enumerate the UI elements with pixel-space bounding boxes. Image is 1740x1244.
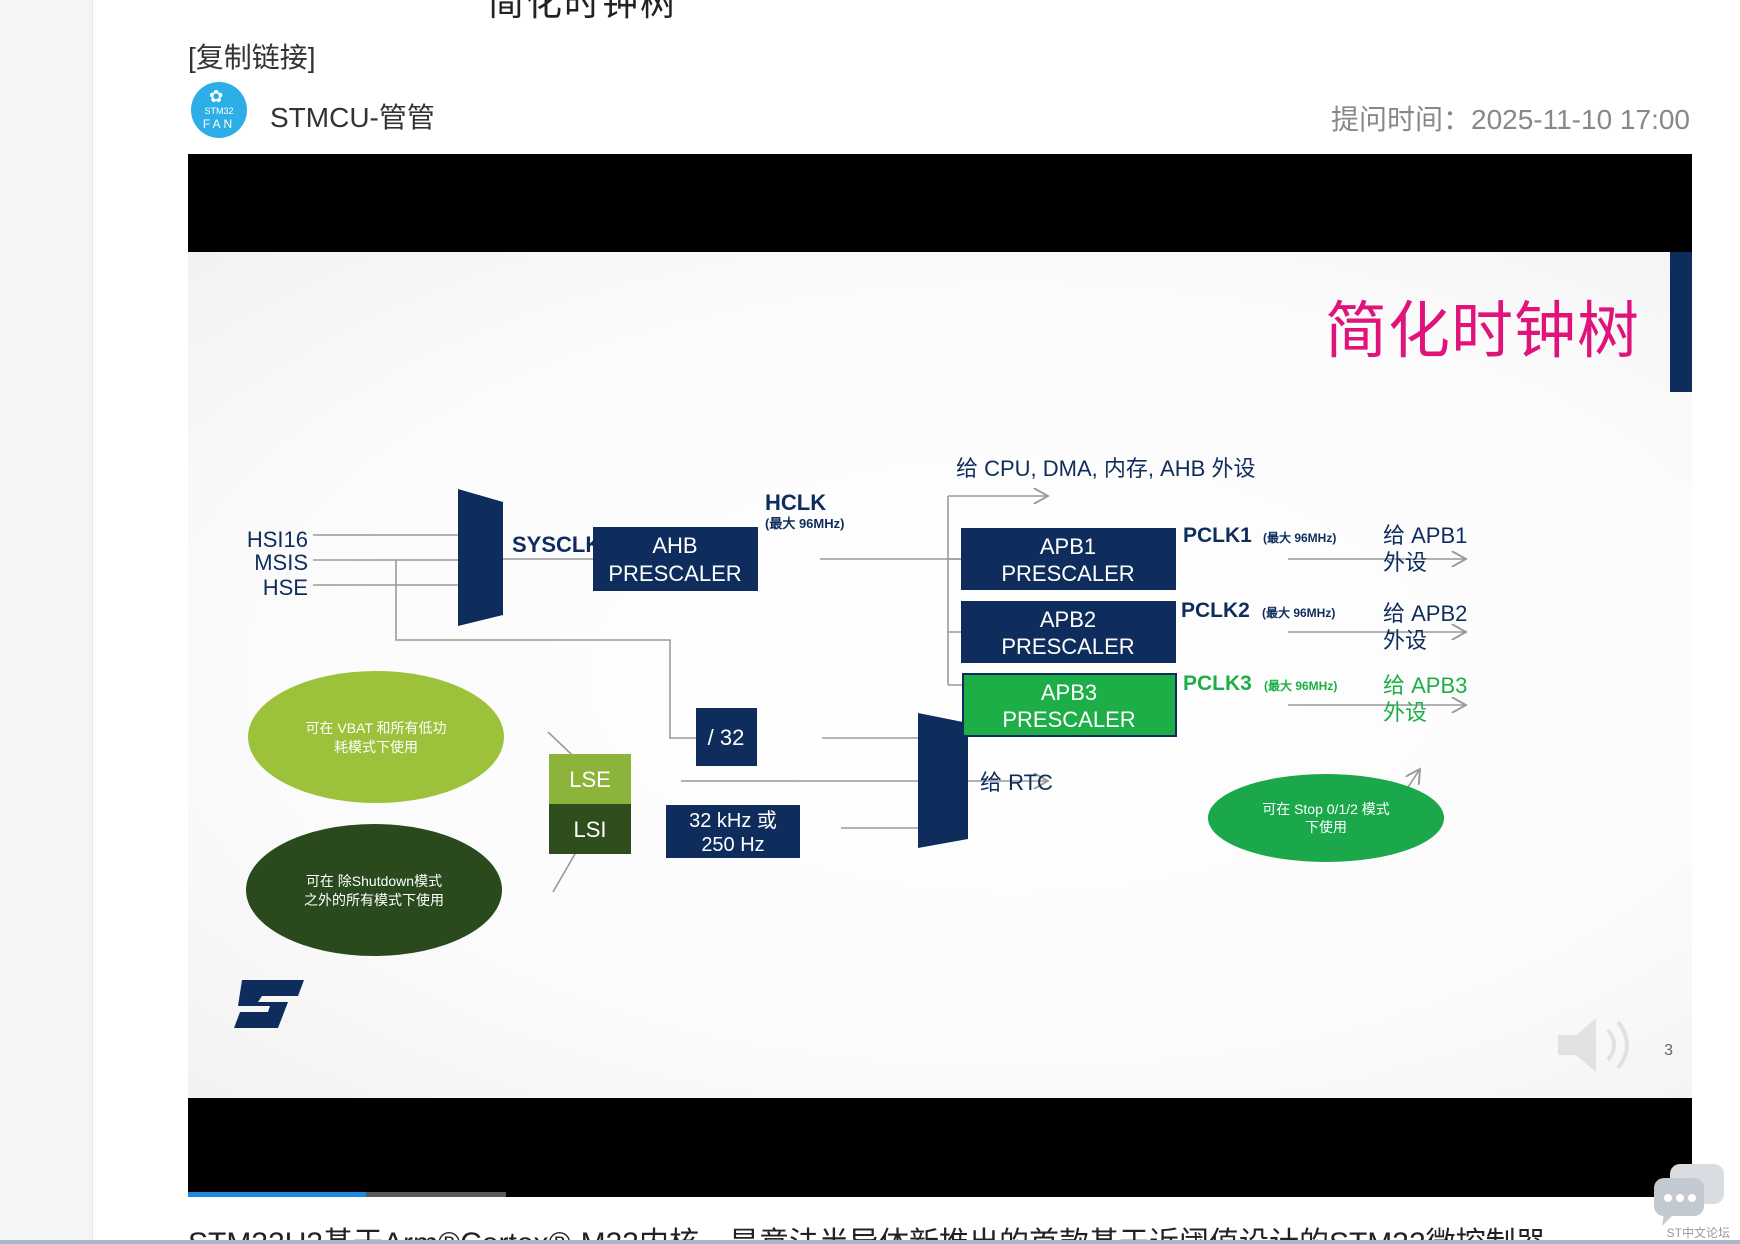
note-vbat-line1: 可在 VBAT 和所有低功 bbox=[305, 720, 446, 736]
note-shutdown-line1: 可在 除Shutdown模式 bbox=[306, 873, 442, 889]
input-hsi16: HSI16 bbox=[247, 527, 308, 552]
to-apb1-line2: 外设 bbox=[1383, 550, 1427, 575]
pclk1-label: PCLK1 bbox=[1183, 524, 1252, 547]
forum-chat-icon[interactable] bbox=[1650, 1160, 1726, 1230]
div32-box bbox=[696, 708, 757, 766]
st-logo: ST bbox=[234, 980, 304, 1028]
apb1-line1: APB1 bbox=[1040, 534, 1096, 559]
to-apb2-line2: 外设 bbox=[1383, 628, 1427, 653]
video-progress-bar[interactable] bbox=[188, 1192, 366, 1197]
post-title-fragment: 简化时钟树 bbox=[488, 0, 679, 23]
author-name[interactable]: STMCU-管管 bbox=[270, 102, 435, 133]
apb2-line1: APB2 bbox=[1040, 607, 1096, 632]
apb3-line2: PRESCALER bbox=[1002, 707, 1135, 732]
note-stop-ellipse bbox=[1208, 774, 1444, 862]
lsi-box bbox=[549, 804, 631, 854]
to-rtc-label: 给 RTC bbox=[980, 770, 1053, 795]
note-vbat-ellipse bbox=[248, 671, 504, 803]
apb3-prescaler-box bbox=[962, 673, 1177, 737]
apb1-line2: PRESCALER bbox=[1001, 561, 1134, 586]
post-body-text: STM32U3基于Arm®Cortex®-M33内核，是意法半导体新推出的首款基… bbox=[188, 1227, 1546, 1244]
lsi-label: LSI bbox=[573, 817, 606, 842]
slide-title: 简化时钟树 bbox=[1324, 294, 1640, 367]
copy-link-button[interactable]: [复制链接] bbox=[188, 42, 316, 73]
to-apb1-line1: 给 APB1 bbox=[1383, 523, 1467, 548]
slide-page-number: 3 bbox=[1664, 1042, 1673, 1059]
note-stop-line1: 可在 Stop 0/1/2 模式 bbox=[1262, 801, 1390, 817]
lsi-freq-box bbox=[666, 805, 800, 858]
note-vbat-line2: 耗模式下使用 bbox=[334, 739, 418, 755]
speaker-icon bbox=[1558, 1018, 1629, 1072]
rtc-mux bbox=[918, 713, 968, 848]
ahb-line1: AHB bbox=[652, 533, 697, 558]
video-slide: 简化时钟树 bbox=[188, 252, 1692, 1098]
to-apb3-line2: 外设 bbox=[1383, 700, 1427, 725]
avatar-text-bottom: FAN bbox=[202, 117, 236, 131]
sysclk-mux bbox=[458, 489, 503, 626]
apb2-line2: PRESCALER bbox=[1001, 634, 1134, 659]
lsi-freq-line2: 250 Hz bbox=[701, 834, 764, 856]
input-hse: HSE bbox=[263, 575, 308, 600]
to-apb2-line1: 给 APB2 bbox=[1383, 601, 1467, 626]
st-logo-text: ST bbox=[286, 1021, 288, 1023]
to-apb3-line1: 给 APB3 bbox=[1383, 673, 1467, 698]
div32-label: / 32 bbox=[708, 725, 745, 750]
pclk1-max: (最大 96MHz) bbox=[1263, 530, 1336, 545]
bottom-border bbox=[0, 1240, 1740, 1244]
lsi-freq-line1: 32 kHz 或 bbox=[689, 809, 777, 832]
ahb-line2: PRESCALER bbox=[608, 561, 741, 586]
hclk-label: HCLK bbox=[765, 490, 826, 515]
ahb-prescaler-box bbox=[593, 527, 758, 591]
lse-label: LSE bbox=[569, 767, 611, 792]
avatar[interactable]: ✿ STM32 FAN bbox=[191, 82, 247, 138]
avatar-text-top: STM32 bbox=[204, 106, 234, 116]
slide-accent-tab bbox=[1670, 252, 1692, 392]
pclk2-max: (最大 96MHz) bbox=[1262, 605, 1335, 620]
input-msis: MSIS bbox=[254, 550, 308, 575]
video-player[interactable]: 简化时钟树 bbox=[188, 154, 1692, 1197]
note-shutdown-line2: 之外的所有模式下使用 bbox=[304, 892, 444, 908]
note-shutdown-ellipse bbox=[246, 824, 502, 956]
butterfly-icon: ✿ bbox=[209, 87, 224, 106]
pclk3-label: PCLK3 bbox=[1183, 672, 1252, 695]
apb2-prescaler-box bbox=[961, 601, 1176, 663]
asked-time: 提问时间：2025-11-10 17:00 bbox=[1331, 104, 1690, 135]
forum-label: ST中文论坛 bbox=[1666, 1226, 1730, 1240]
hclk-max-label: (最大 96MHz) bbox=[765, 516, 844, 531]
to-cpu-label: 给 CPU, DMA, 内存, AHB 外设 bbox=[956, 456, 1255, 481]
clock-tree-diagram: HSI16 MSIS HSE SYSCLK AHB PRESCALER HCLK… bbox=[234, 456, 1692, 1028]
pclk2-label: PCLK2 bbox=[1181, 599, 1250, 622]
lse-box bbox=[549, 754, 631, 804]
pclk3-max: (最大 96MHz) bbox=[1264, 678, 1337, 693]
sysclk-label: SYSCLK bbox=[512, 532, 601, 557]
apb1-prescaler-box bbox=[961, 528, 1176, 590]
apb3-line1: APB3 bbox=[1041, 680, 1097, 705]
note-stop-line2: 下使用 bbox=[1305, 819, 1347, 835]
